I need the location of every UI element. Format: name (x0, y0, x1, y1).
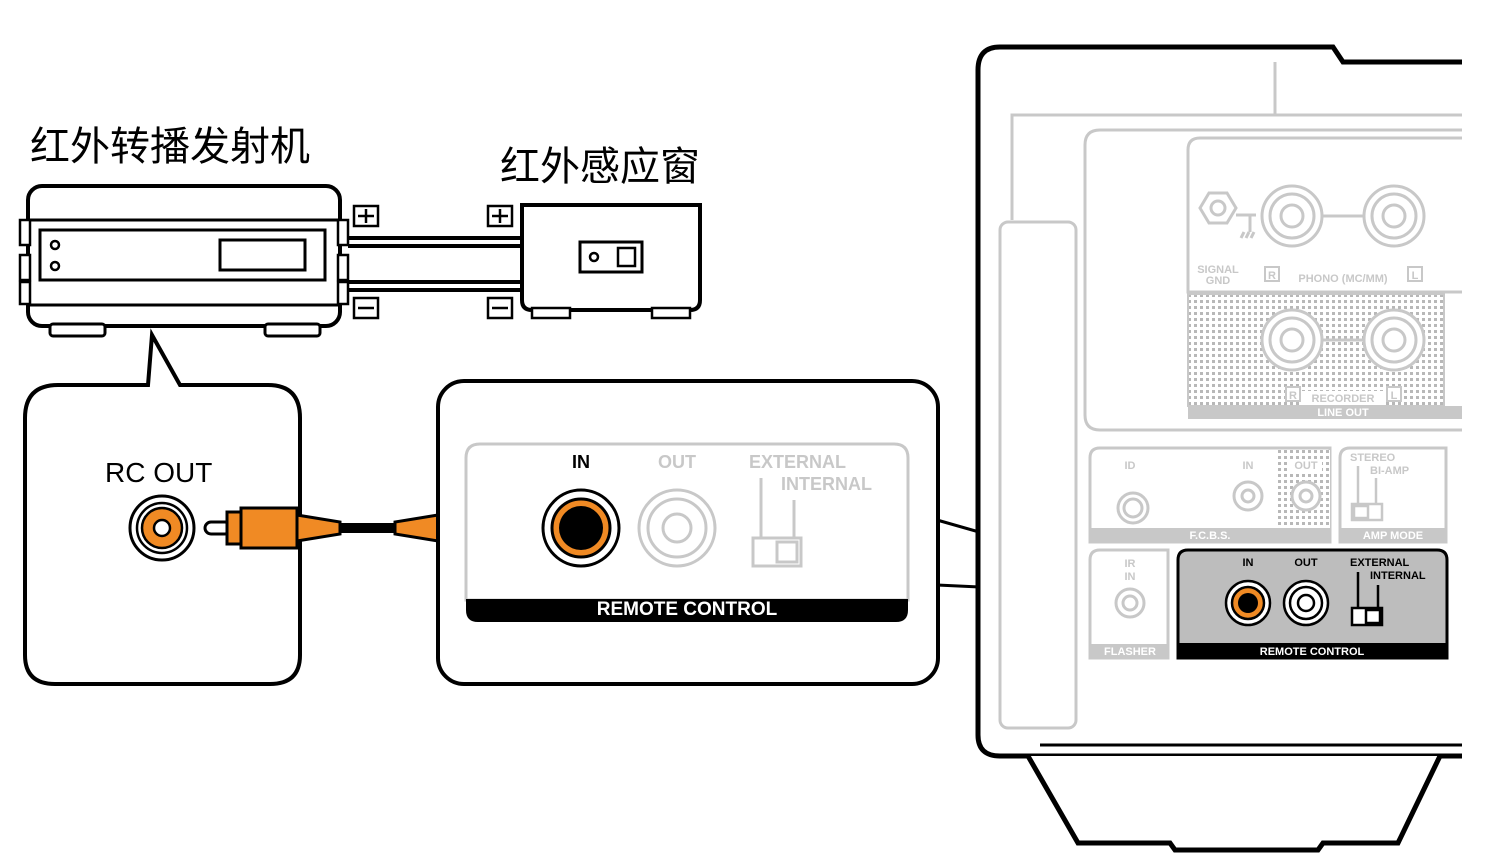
external-label: EXTERNAL (749, 452, 846, 472)
in-jack (541, 488, 621, 568)
bi-amp-label: BI-AMP (1370, 465, 1409, 477)
ir-transmitter-label: 红外转播发射机 (30, 124, 310, 170)
in-label: IN (572, 452, 590, 472)
phono-r-label: R (1268, 270, 1276, 282)
rear-out-jack (1282, 579, 1330, 627)
ir-sensor-label: 红外感应窗 (500, 144, 700, 190)
amp-mode-label: AMP MODE (1363, 530, 1423, 542)
internal-label: INTERNAL (781, 474, 872, 494)
rear-in-label: IN (1243, 557, 1254, 569)
receiver-rear-panel: SIGNAL GND R PHONO (MC/MM) L R RECORDER … (975, 44, 1462, 853)
ir-sensor-device (520, 203, 702, 320)
flasher-label: FLASHER (1104, 646, 1156, 658)
phono-label: PHONO (MC/MM) (1298, 273, 1388, 285)
ir-label: IR (1125, 558, 1136, 570)
ir-in-label: IN (1125, 571, 1136, 583)
gnd-label: GND (1206, 275, 1231, 287)
recorder-l-label: L (1391, 390, 1398, 402)
out-jack (637, 488, 717, 568)
rear-external-label: EXTERNAL (1350, 557, 1410, 569)
polarity-markers (352, 204, 514, 320)
rc-out-jack (128, 494, 196, 562)
signal-label: SIGNAL (1197, 264, 1239, 276)
stereo-label: STEREO (1350, 452, 1396, 464)
line-out-label: LINE OUT (1317, 407, 1369, 419)
fcbs-label: F.C.B.S. (1190, 530, 1231, 542)
recorder-label: RECORDER (1312, 393, 1375, 405)
ir-transmitter-device (18, 184, 350, 338)
ir-wires (348, 236, 522, 292)
out-label: OUT (658, 452, 696, 472)
external-internal-switch (751, 478, 803, 568)
remote-control-label: REMOTE CONTROL (597, 599, 778, 620)
fcbs-in-label: IN (1243, 460, 1254, 472)
rear-switch (1350, 572, 1384, 627)
rear-out-label: OUT (1294, 557, 1318, 569)
rear-internal-label: INTERNAL (1370, 570, 1426, 582)
fcbs-id-label: ID (1125, 460, 1136, 472)
remote-control-zoom: REMOTE CONTROL IN OUT EXTERNAL INTERNAL (464, 442, 910, 622)
rear-in-jack (1224, 579, 1272, 627)
rc-out-label: RC OUT (105, 457, 212, 488)
rear-remote-control-label: REMOTE CONTROL (1260, 646, 1365, 658)
phono-l-label: L (1412, 270, 1419, 282)
fcbs-out-label: OUT (1294, 460, 1318, 472)
recorder-r-label: R (1289, 390, 1297, 402)
